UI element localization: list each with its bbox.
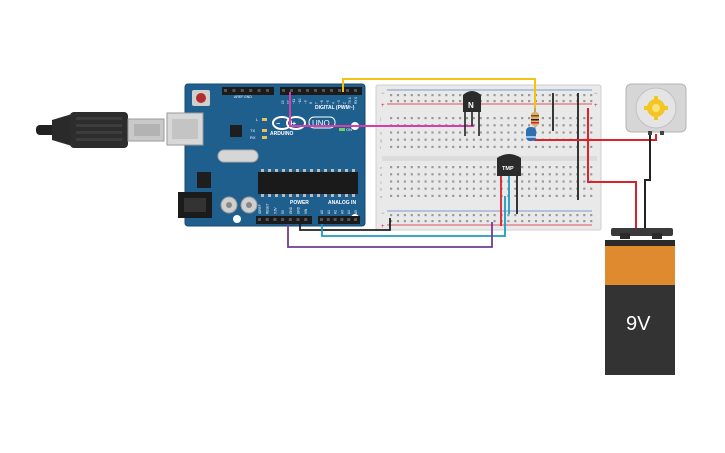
svg-text:+: + bbox=[381, 224, 385, 230]
pin-label: ~10 bbox=[298, 98, 302, 104]
wire-black-motor[interactable] bbox=[644, 134, 651, 229]
wire-magenta[interactable] bbox=[289, 92, 474, 127]
transistor[interactable]: N bbox=[463, 91, 481, 112]
analog-in-label: ANALOG IN bbox=[328, 200, 356, 206]
dc-motor-icon[interactable] bbox=[625, 83, 687, 135]
crystal bbox=[217, 149, 259, 163]
usb-cable-icon bbox=[36, 112, 165, 148]
svg-text:+: + bbox=[594, 103, 598, 109]
svg-text:f: f bbox=[380, 145, 382, 150]
svg-text:L: L bbox=[256, 117, 259, 122]
wire-red-motor[interactable] bbox=[534, 134, 657, 141]
resistor-icon[interactable] bbox=[531, 108, 539, 130]
pin-label: ~11 bbox=[292, 99, 296, 104]
pin-label: A5 bbox=[354, 210, 358, 214]
pin-label: ~9 bbox=[303, 100, 307, 104]
pin-label: 3.3V bbox=[273, 207, 277, 214]
wire-purple-5v[interactable] bbox=[287, 222, 493, 248]
svg-text:b: b bbox=[380, 187, 383, 192]
svg-text:a: a bbox=[380, 194, 383, 199]
sensor-label: TMP bbox=[502, 166, 514, 172]
pin-label: A4 bbox=[347, 210, 351, 214]
wire-teal-analog[interactable] bbox=[321, 196, 506, 237]
atmega-chip bbox=[258, 172, 358, 194]
svg-text:−: − bbox=[381, 91, 385, 97]
pin-label: A2 bbox=[334, 210, 338, 214]
transistor-label: N bbox=[468, 101, 474, 110]
svg-text:−: − bbox=[276, 121, 280, 128]
power-label: POWER bbox=[290, 200, 309, 206]
pin-label: 8 bbox=[309, 102, 313, 104]
pin-label: 5V bbox=[281, 209, 285, 214]
pin-label: ~6 bbox=[320, 100, 324, 104]
pin-label: A3 bbox=[340, 210, 344, 214]
pin-label: VIN bbox=[304, 208, 308, 214]
svg-text:c: c bbox=[380, 179, 382, 184]
pin-label: ~3 bbox=[337, 100, 341, 104]
wires[interactable] bbox=[287, 78, 657, 248]
pin-label: 7 bbox=[315, 102, 319, 104]
pin-label: RESET bbox=[266, 203, 270, 214]
pin-label: RX 0 bbox=[354, 97, 358, 104]
svg-text:RX: RX bbox=[250, 135, 256, 140]
arduino-brand: ARDUINO bbox=[270, 131, 293, 137]
gnd-label: GND bbox=[244, 95, 252, 99]
pin-label: IOREF bbox=[258, 204, 262, 214]
pin-label: 12 bbox=[287, 100, 291, 104]
svg-text:h: h bbox=[380, 130, 382, 135]
temperature-sensor[interactable]: TMP bbox=[497, 154, 521, 176]
wire-red-battery[interactable] bbox=[587, 108, 637, 229]
pin-label: TX 1 bbox=[348, 97, 352, 104]
pin-label: GND bbox=[289, 206, 293, 214]
top-header-right[interactable] bbox=[280, 87, 362, 95]
diode-icon[interactable] bbox=[526, 127, 536, 141]
pin-label: 4 bbox=[331, 102, 335, 104]
svg-text:ON: ON bbox=[346, 127, 352, 132]
aref-label: AREF bbox=[234, 95, 243, 99]
svg-text:−: − bbox=[381, 211, 385, 217]
svg-text:g: g bbox=[380, 138, 382, 143]
battery-label: 9V bbox=[626, 313, 651, 335]
wire-black-ground[interactable] bbox=[299, 218, 391, 231]
svg-text:+: + bbox=[292, 121, 296, 128]
svg-text:TX: TX bbox=[250, 128, 255, 133]
pin-label: GND bbox=[297, 206, 301, 214]
svg-text:+: + bbox=[381, 103, 385, 109]
pin-label: A0 bbox=[320, 210, 324, 214]
svg-text:d: d bbox=[380, 172, 382, 177]
wire-yellow[interactable] bbox=[342, 78, 536, 120]
pin-label: ~5 bbox=[326, 100, 330, 104]
battery-9v[interactable]: 9V bbox=[605, 228, 675, 375]
analog-header[interactable] bbox=[318, 216, 360, 224]
svg-text:−: − bbox=[594, 91, 598, 97]
top-header-left[interactable] bbox=[222, 87, 274, 95]
uno-label: UNO bbox=[312, 119, 330, 128]
digital-pwm-label: DIGITAL (PWM~) bbox=[315, 105, 355, 111]
pin-label: A1 bbox=[327, 210, 331, 214]
svg-text:j: j bbox=[379, 116, 381, 121]
pin-label: 2 bbox=[343, 102, 347, 104]
svg-text:e: e bbox=[380, 165, 383, 170]
pin-label: 13 bbox=[281, 100, 285, 104]
